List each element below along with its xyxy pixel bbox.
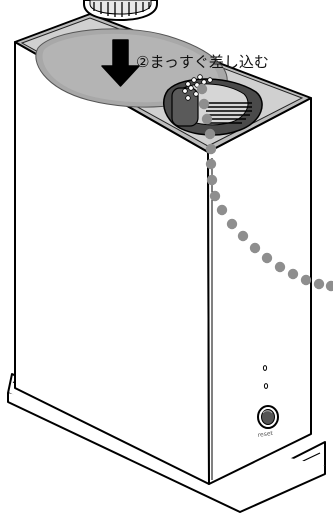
humidifier-body-right xyxy=(208,98,311,484)
indicator-light xyxy=(263,366,266,371)
water-tank-cap xyxy=(84,0,157,20)
reset-button[interactable] xyxy=(258,406,278,428)
indicator-light xyxy=(264,384,267,389)
step-instruction-label: ②まっすぐ差し込む xyxy=(136,53,269,71)
